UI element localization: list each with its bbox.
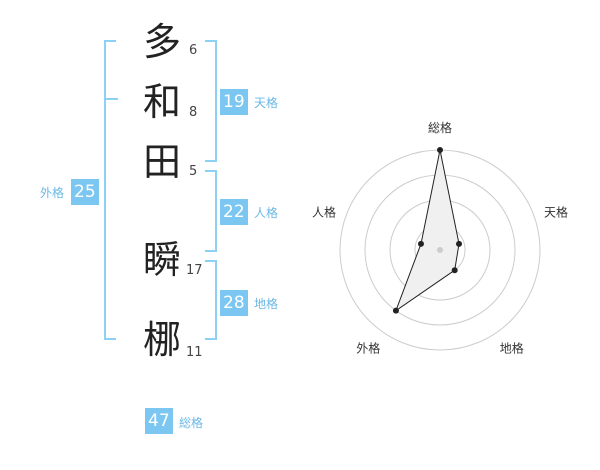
radar-polygon bbox=[394, 149, 460, 313]
name-char-2: 和 bbox=[142, 80, 181, 124]
name-char-1: 多 bbox=[142, 20, 181, 64]
gaikaku-badge: 25 bbox=[71, 179, 99, 205]
chikaku-badge: 28 bbox=[220, 290, 248, 316]
chikaku-bracket bbox=[205, 260, 217, 340]
gaikaku-label: 外格 bbox=[40, 186, 65, 200]
chikaku-label: 地格 bbox=[254, 297, 279, 311]
gaikaku-bracket bbox=[104, 40, 116, 340]
stroke-count-5: 11 bbox=[186, 345, 203, 360]
name-char-4: 瞬 bbox=[142, 238, 181, 282]
jinkaku-badge: 22 bbox=[220, 199, 248, 225]
jinkaku-label: 人格 bbox=[254, 206, 279, 220]
tenkaku-bracket bbox=[205, 40, 217, 162]
soukaku-badge: 47 bbox=[145, 408, 173, 434]
radar-point-5 bbox=[417, 240, 424, 247]
radar-point-4 bbox=[392, 307, 399, 314]
radar-axis-label-2: 天格 bbox=[544, 204, 568, 219]
stroke-count-2: 8 bbox=[189, 105, 198, 120]
stroke-count-4: 17 bbox=[186, 263, 203, 278]
radar-axis-label-1: 総格 bbox=[428, 120, 452, 135]
radar-center-dot bbox=[437, 247, 443, 253]
tenkaku-label: 天格 bbox=[254, 96, 279, 110]
tenkaku-badge: 19 bbox=[220, 89, 248, 115]
stroke-count-3: 5 bbox=[189, 164, 198, 179]
jinkaku-bracket bbox=[205, 170, 217, 252]
radar-point-3 bbox=[451, 267, 458, 274]
stroke-count-1: 6 bbox=[189, 43, 198, 58]
gaikaku-bracket-tick bbox=[104, 98, 118, 100]
radar-axis-label-3: 地格 bbox=[500, 341, 524, 356]
name-char-5: 梛 bbox=[142, 318, 181, 362]
radar-point-1 bbox=[437, 147, 443, 153]
radar-point-2 bbox=[456, 240, 463, 247]
soukaku-label: 総格 bbox=[179, 416, 204, 430]
name-char-3: 田 bbox=[142, 140, 181, 184]
radar-axis-label-4: 外格 bbox=[356, 341, 380, 356]
radar-axis-label-5: 人格 bbox=[312, 204, 336, 219]
